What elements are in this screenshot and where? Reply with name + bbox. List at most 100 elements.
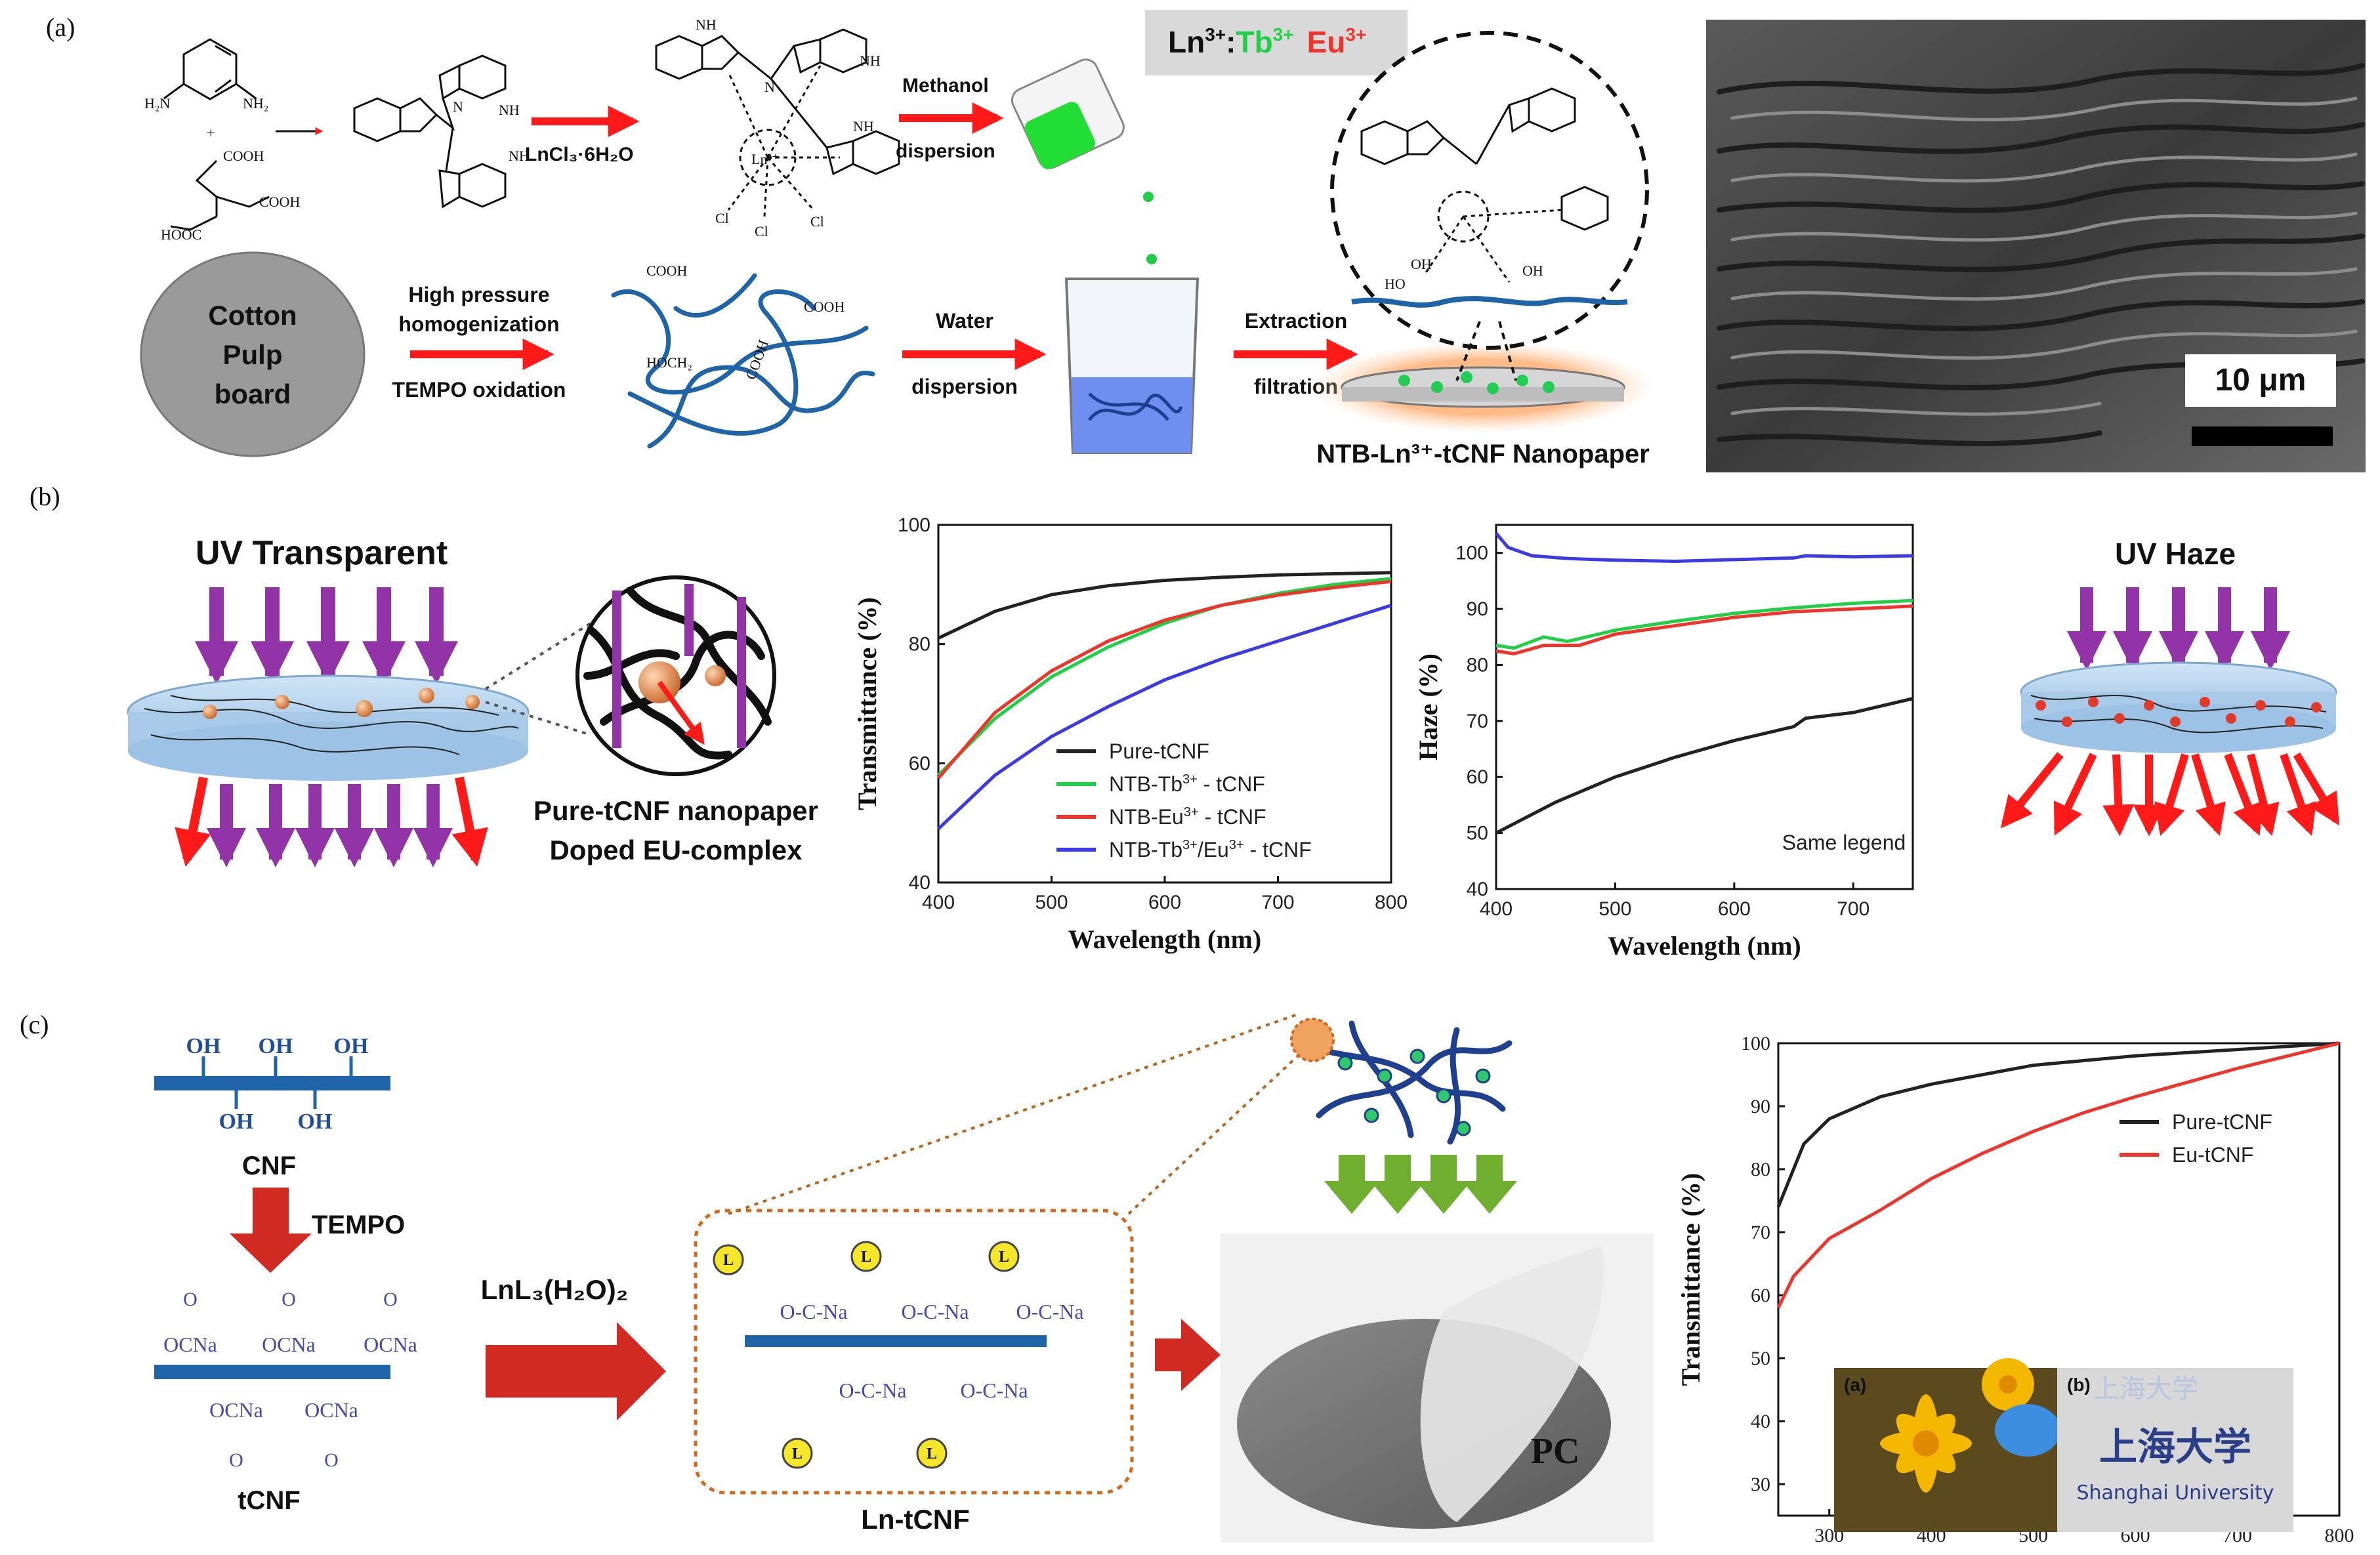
ntb-nh-label-1: NH	[499, 102, 520, 118]
panel-label-a: (a)	[46, 12, 75, 42]
tcnf-backbone	[154, 1365, 390, 1379]
x-tick-label: 800	[2325, 1525, 2354, 1546]
diaminobenzene-structure	[163, 38, 257, 100]
series-line-2	[1495, 604, 1913, 655]
plot-frame	[1495, 524, 1914, 890]
tcnf-groups: O O O OCNa OCNa OCNa OCNa OCNa O O	[163, 1289, 417, 1471]
droplet-2	[1146, 254, 1157, 264]
svg-text:O: O	[383, 1289, 398, 1310]
y-tick-label: 100	[898, 514, 930, 536]
pulp-label: Pulp	[223, 339, 283, 370]
reagent-label: LnL₃(H₂O)₂	[481, 1274, 629, 1305]
zoom-caption-2: Doped EU-complex	[549, 835, 803, 865]
y-tick-label: 80	[1751, 1159, 1770, 1180]
complex-nh-2: NH	[860, 52, 881, 69]
doped-particles-b1	[203, 688, 480, 719]
y-tick-label: 90	[1751, 1096, 1770, 1117]
svg-text:O: O	[183, 1289, 198, 1310]
ln-ion-label: Ln3+:Tb3+Eu3+	[1168, 24, 1366, 59]
fiber-cooh-1: COOH	[646, 262, 687, 279]
svg-text:O-C-Na: O-C-Na	[901, 1300, 969, 1323]
extraction-label: Extraction	[1245, 309, 1347, 333]
x-tick-label: 700	[1261, 892, 1294, 913]
purple-arrows-haze	[2067, 587, 2290, 671]
legend-label-0: Pure-tCNF	[1109, 739, 1209, 763]
svg-text:O-C-Na: O-C-Na	[1016, 1300, 1083, 1323]
x-tick-label: 500	[1598, 898, 1631, 920]
dispersion-label-1: dispersion	[896, 140, 995, 162]
y-tick-label: 60	[1751, 1285, 1770, 1306]
ln-ligand-spheres	[713, 1241, 1020, 1469]
haze-scatter-arrows	[2000, 752, 2340, 837]
y-tick-label: 30	[1751, 1474, 1770, 1495]
y-tick-label: 70	[1467, 711, 1488, 732]
nta-cooh-right: COOH	[259, 194, 300, 210]
inset-univ-en: Shanghai University	[2076, 1482, 2274, 1504]
cnf-label: CNF	[242, 1151, 296, 1180]
x-tick-label: 700	[1837, 898, 1869, 920]
ln-tcnf-label: Ln-tCNF	[861, 1504, 970, 1535]
panel-label-c: (c)	[20, 1010, 49, 1039]
complex-ln-label: Ln³⁺	[751, 151, 780, 167]
zoom-leader-1	[1455, 321, 1481, 381]
network-highlight	[1290, 1018, 1335, 1062]
cnf-oh-4: OH	[219, 1109, 254, 1134]
water-label: Water	[936, 309, 993, 333]
svg-text:OCNa: OCNa	[364, 1333, 417, 1356]
legend-label-2: NTB-Eu3+ - tCNF	[1109, 805, 1266, 829]
ntb-n-label: N	[453, 98, 463, 115]
series-line-3	[937, 604, 1392, 831]
cotton-label: Cotton	[208, 300, 297, 331]
x-tick-label: 400	[1480, 898, 1513, 920]
svg-text:L: L	[861, 1249, 871, 1266]
y-tick-label: 40	[1467, 879, 1488, 900]
cnf-branches	[201, 1056, 353, 1109]
y-axis-title: Transmittance (%)	[852, 597, 882, 810]
x-tick-label: 500	[1035, 892, 1068, 913]
droplet-1	[1143, 192, 1154, 202]
inset-film-photo	[2057, 1368, 2293, 1532]
series-line-0	[1776, 1041, 2340, 1208]
panel-b: UV Transparent	[127, 514, 2340, 961]
tempo-oxidation-label: TEMPO oxidation	[392, 378, 566, 402]
nta-cooh-top: COOH	[223, 148, 264, 164]
y-tick-label: 50	[1751, 1348, 1770, 1369]
ln-ligand-labels: L L L L L	[723, 1249, 1009, 1462]
x-tick-label: 600	[1718, 898, 1751, 920]
flower-icon	[1880, 1358, 2034, 1493]
bubble-complex-structure	[1360, 87, 1609, 283]
ln-network	[1303, 1020, 1513, 1145]
series-line-1	[937, 577, 1392, 777]
fiber-hoch2: HOCH₂	[646, 354, 692, 371]
amine-left: H₂N	[144, 95, 171, 112]
ln-tcnf-box	[694, 1209, 1134, 1495]
complex-cl-3: Cl	[810, 213, 824, 230]
panel-c: OH OH OH OH OH CNF TEMPO O O O OCNa OCNa…	[154, 1012, 2354, 1546]
board-label: board	[215, 379, 291, 409]
complex-nh-3: NH	[853, 118, 874, 135]
homogenization-label: homogenization	[398, 312, 559, 336]
svg-text:L: L	[999, 1249, 1009, 1266]
nta-hooc: HOOC	[161, 226, 201, 243]
ln-ion-box	[1145, 10, 1408, 75]
sem-scale-bar	[2192, 426, 2333, 446]
zoom-red-arrow	[657, 680, 705, 745]
nanopaper-dots	[1398, 371, 1555, 394]
series-line-0	[1495, 532, 1913, 564]
ln-tcnf-zoom-line-2	[728, 1012, 1300, 1215]
amine-right: NH₂	[243, 95, 268, 112]
green-down-arrows	[1324, 1155, 1517, 1214]
y-axis-title: Transmittance (%)	[1676, 1173, 1705, 1386]
x-axis-title: Wavelength (nm)	[1608, 931, 1801, 961]
series-line-3	[1495, 697, 1913, 835]
svg-text:O-C-Na: O-C-Na	[960, 1379, 1028, 1402]
inset-univ-cn: 上海大学	[2099, 1424, 2251, 1469]
svg-text:O-C-Na: O-C-Na	[839, 1379, 906, 1402]
inset-univ-faint: 上海大学	[2093, 1374, 2198, 1404]
cnf-oh-2: OH	[259, 1034, 293, 1058]
y-tick-label: 90	[1467, 598, 1488, 620]
cnf-oh-3: OH	[334, 1034, 369, 1058]
x-tick-label: 800	[1375, 892, 1408, 913]
series-line-0	[937, 571, 1392, 640]
